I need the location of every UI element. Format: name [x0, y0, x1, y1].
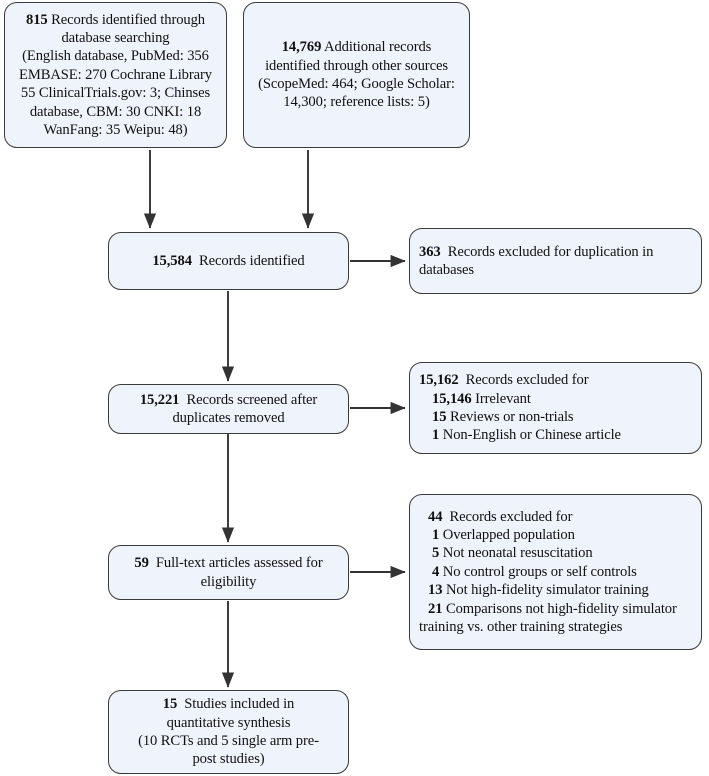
db-search-line-6: database, CBM: 30 CNKI: 18: [29, 103, 202, 120]
fulltext-count: 59: [134, 555, 149, 572]
excluded-duplicates-line-2: databases: [419, 262, 475, 278]
other-sources-count: 14,769: [281, 39, 322, 56]
included-count: 15: [162, 696, 178, 713]
included-line-3: (10 RCTs and 5 single arm pre-: [138, 733, 319, 749]
fulltext-line-2: eligibility: [200, 573, 257, 590]
db-search-count: 815: [26, 11, 48, 28]
excluded-screening-reason-1-text: Irrelevant: [475, 390, 531, 407]
node-records-identified: 15,584 Records identified: [108, 232, 349, 290]
db-search-line-5: 55 ClinicalTrials.gov: 3; Chinses: [20, 85, 211, 102]
excluded-eligibility-reason-5-text: Comparisons not high-fidelity simulator: [445, 600, 677, 617]
node-additional-records-other-sources: 14,769 Additional records identified thr…: [243, 2, 470, 148]
included-line-4: post studies): [192, 751, 265, 768]
node-excluded-screening: 15,162 Records excluded for 15,146 Irrel…: [409, 362, 702, 454]
node-studies-included: 15 Studies included in quantitative synt…: [108, 690, 349, 774]
excluded-screening-reason-1-count: 15,146: [432, 390, 472, 407]
db-search-line-2: database searching: [61, 30, 170, 47]
db-search-line-7: WanFang: 35 Weipu: 48): [43, 121, 188, 138]
screened-count: 15,221: [139, 391, 180, 408]
fulltext-line-1: Full-text articles assessed for: [155, 555, 323, 572]
other-sources-line-2: identified through other sources: [265, 57, 448, 74]
included-line-1: Studies included in: [184, 696, 295, 713]
node-excluded-duplication: 363 Records excluded for duplication in …: [409, 228, 702, 294]
excluded-duplicates-count: 363: [419, 243, 441, 260]
excluded-screening-reason-2-text: Reviews or non-trials: [449, 409, 574, 425]
excluded-eligibility-header: Records excluded for: [449, 508, 573, 525]
excluded-eligibility-count: 44: [428, 508, 443, 525]
node-excluded-eligibility: 44 Records excluded for 1 Overlapped pop…: [409, 494, 702, 650]
excluded-eligibility-reason-5-count: 21: [428, 600, 443, 617]
db-search-line-1: Records identified through: [51, 11, 205, 28]
other-sources-line-4: 14,300; reference lists: 5): [283, 94, 430, 111]
excluded-screening-reason-3-count: 1: [432, 427, 440, 444]
excluded-eligibility-reason-2-count: 5: [432, 545, 440, 562]
other-sources-line-1: Additional records: [324, 39, 432, 56]
included-line-2: quantitative synthesis: [166, 714, 291, 731]
excluded-eligibility-reason-4-count: 13: [428, 582, 443, 599]
identified-count: 15,584: [152, 252, 192, 269]
excluded-eligibility-reason-1-text: Overlapped population: [442, 527, 575, 544]
db-search-line-4: EMBASE: 270 Cochrane Library: [19, 66, 212, 83]
excluded-screening-header: Records excluded for: [465, 372, 589, 389]
excluded-screening-count: 15,162: [419, 372, 459, 389]
identified-label: Records identified: [199, 252, 305, 269]
db-search-line-3: (English database, PubMed: 356: [22, 48, 209, 65]
excluded-eligibility-reason-1-count: 1: [432, 527, 440, 544]
excluded-screening-reason-2-count: 15: [432, 409, 447, 425]
excluded-eligibility-continuation: training vs. other training strategies: [419, 618, 623, 635]
node-records-identified-database-searching: 815 Records identified through database …: [4, 2, 227, 148]
screened-line-2: duplicates removed: [172, 410, 285, 426]
excluded-eligibility-reason-4-text: Not high-fidelity simulator training: [445, 582, 649, 599]
node-records-screened: 15,221 Records screened after duplicates…: [108, 384, 349, 434]
node-fulltext-assessed: 59 Full-text articles assessed for eligi…: [108, 545, 349, 600]
excluded-eligibility-reason-3-text: No control groups or self controls: [442, 563, 637, 580]
screened-line-1: Records screened after: [186, 391, 318, 408]
other-sources-line-3: (ScopeMed: 464; Google Scholar:: [258, 76, 455, 92]
excluded-eligibility-reason-3-count: 4: [432, 563, 440, 580]
excluded-screening-reason-3-text: Non-English or Chinese article: [442, 427, 621, 444]
excluded-eligibility-reason-2-text: Not neonatal resuscitation: [442, 545, 593, 562]
excluded-duplicates-line-1: Records excluded for duplication in: [447, 243, 654, 260]
